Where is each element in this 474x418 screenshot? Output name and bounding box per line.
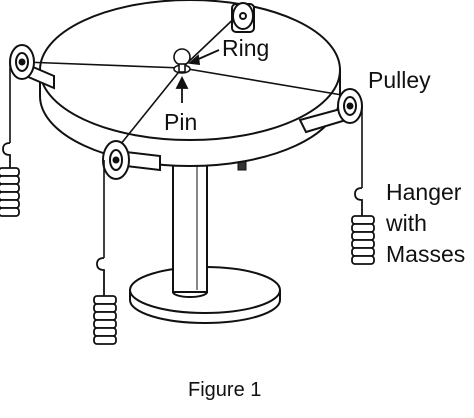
figure-caption: Figure 1 xyxy=(188,379,261,401)
ring-and-pin xyxy=(174,49,190,73)
hanger-front xyxy=(94,258,116,344)
mass-stack-front xyxy=(94,296,116,344)
pin-head xyxy=(174,49,190,65)
mass-stack-right xyxy=(352,216,374,264)
mass-stack-left xyxy=(0,168,19,216)
label-pulley: Pulley xyxy=(368,67,431,93)
label-pin: Pin xyxy=(164,109,197,135)
hanger-right xyxy=(352,188,374,264)
label-ring: Ring xyxy=(222,35,269,61)
label-hanger-line3: Masses xyxy=(386,241,465,267)
pin xyxy=(179,64,185,72)
hanger-left xyxy=(0,143,19,216)
label-hanger-line2: with xyxy=(385,210,427,236)
table-post xyxy=(173,158,207,297)
label-hanger-line1: Hanger xyxy=(386,179,462,205)
table-disc xyxy=(40,0,340,166)
pulley-back xyxy=(232,3,254,32)
